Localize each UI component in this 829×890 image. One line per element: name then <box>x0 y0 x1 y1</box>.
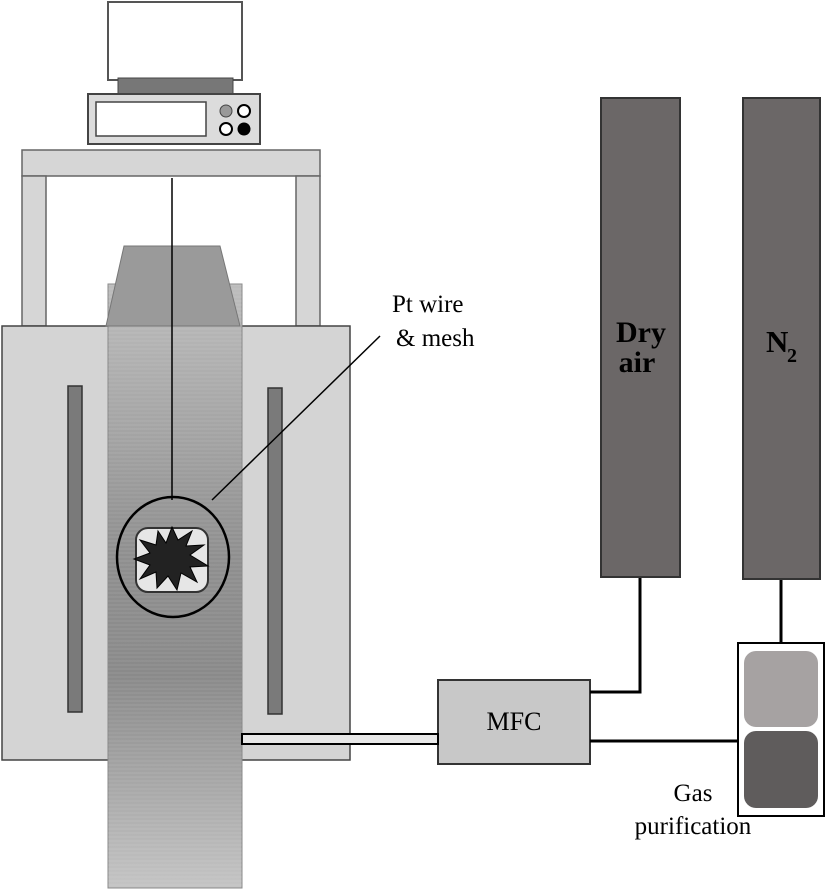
balance-knob-white-1 <box>237 104 251 118</box>
pt-mesh-label: & mesh <box>396 325 475 352</box>
dry-air-label-line2: air <box>619 346 656 379</box>
n2-label: N <box>766 324 788 359</box>
frame-top-bar <box>21 149 321 177</box>
frame-right-leg <box>295 175 321 327</box>
heating-element-right <box>267 387 283 715</box>
balance-display <box>95 101 207 137</box>
purifier-top-cartridge <box>744 651 818 727</box>
mfc-label: MFC <box>487 707 542 736</box>
balance-lid-bar <box>117 77 234 95</box>
sample-highlight-ellipse <box>115 495 231 619</box>
heating-element-left <box>67 385 83 713</box>
pt-label-leader <box>211 335 381 501</box>
balance-cover <box>107 1 243 81</box>
balance-knob-black <box>237 122 251 136</box>
balance-knob-white-2 <box>219 122 233 136</box>
support-frame <box>21 149 321 327</box>
gas-purification-label-line2: purification <box>635 813 752 840</box>
mfc-to-furnace-pipe <box>241 733 439 745</box>
gas-lines <box>590 578 783 743</box>
gas-purification-unit <box>737 642 825 817</box>
pt-wire-label: Pt wire <box>392 291 464 318</box>
tube-cap <box>105 245 241 327</box>
dry-air-cylinder <box>600 97 681 578</box>
n2-cylinder <box>742 97 821 580</box>
balance-knob-gray <box>219 104 233 118</box>
gas-purification-label-line1: Gas <box>674 780 713 807</box>
n2-subscript: 2 <box>787 345 797 367</box>
mfc-box <box>437 679 591 765</box>
frame-left-leg <box>21 175 47 327</box>
sample-zone <box>115 495 231 619</box>
dry-air-line <box>590 578 642 694</box>
purifier-bottom-cartridge <box>744 731 818 808</box>
microbalance <box>87 1 261 145</box>
dry-air-label-line1: Dry <box>616 316 666 349</box>
pt-mesh-sample <box>132 525 210 592</box>
